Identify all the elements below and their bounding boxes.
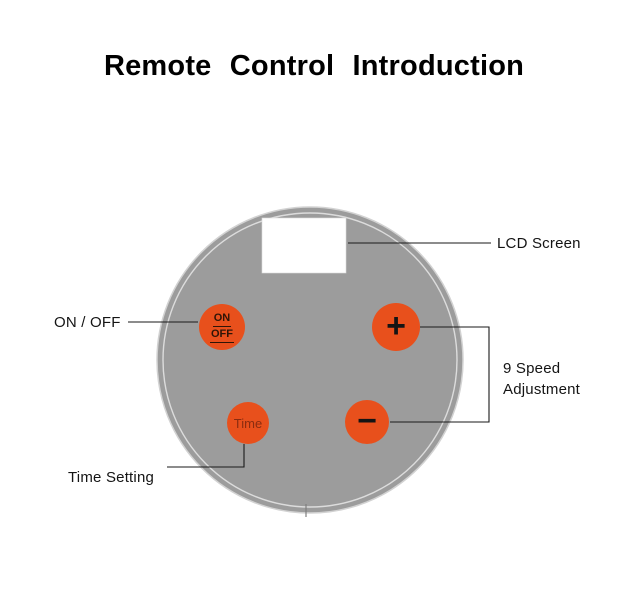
minus-button: −	[345, 400, 389, 444]
minus-sign: −	[357, 402, 377, 440]
remote-rim-ring	[162, 212, 458, 508]
speed-label-line2: Adjustment	[503, 381, 581, 398]
speed-adjustment-label: 9 Speed Adjustment	[503, 358, 580, 400]
time-button-label: Time	[233, 415, 263, 431]
on-off-label: ON / OFF	[54, 314, 121, 331]
lcd-screen	[261, 217, 347, 274]
time-setting-label: Time Setting	[68, 469, 155, 486]
page-title: Remote Control Introduction	[103, 50, 525, 82]
plus-sign: +	[386, 307, 406, 345]
on-off-button: ON OFF	[199, 304, 245, 350]
speed-label-line1: 9 Speed	[503, 360, 561, 377]
off-label: OFF	[210, 327, 234, 343]
on-label: ON	[212, 311, 232, 327]
plus-button: +	[372, 303, 420, 351]
time-leader-line	[167, 444, 245, 468]
lcd-screen-label: LCD Screen	[497, 235, 581, 252]
time-button: Time	[227, 402, 269, 444]
speed-bracket-line	[390, 326, 490, 423]
